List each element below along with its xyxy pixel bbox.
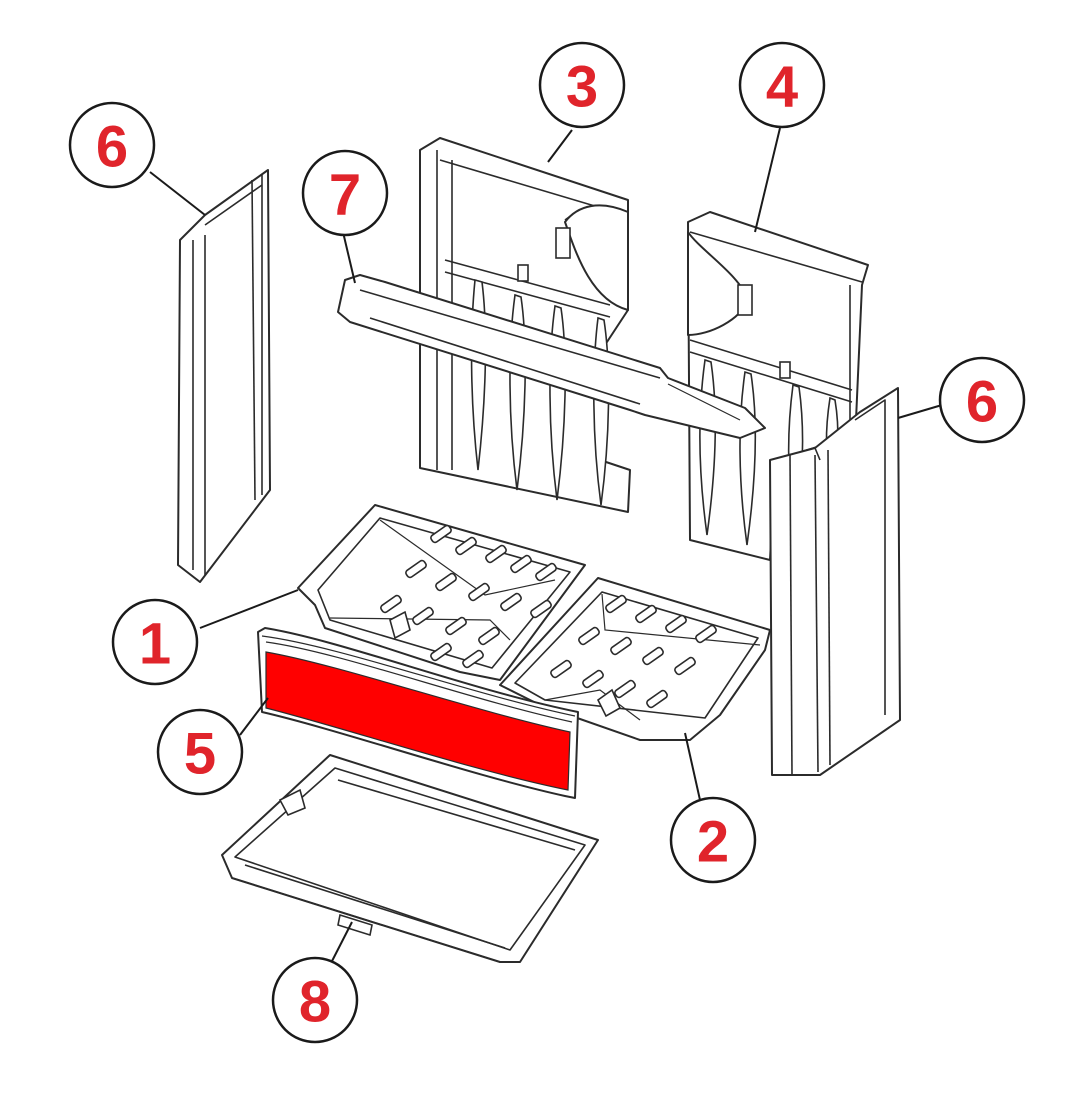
callout-label: 8 bbox=[299, 970, 331, 1035]
part-8-ash-pan[interactable] bbox=[221, 754, 599, 963]
part-1-left-grate[interactable] bbox=[297, 504, 586, 681]
leader-lines bbox=[149, 127, 943, 966]
callout-label: 2 bbox=[697, 810, 729, 875]
callout-3: 3 bbox=[538, 41, 626, 129]
callout-label: 4 bbox=[766, 55, 798, 120]
part-6-right-side-panel[interactable] bbox=[769, 387, 901, 776]
callout-6-left: 6 bbox=[68, 101, 156, 189]
callout-4: 4 bbox=[738, 41, 826, 129]
highlight-fill bbox=[265, 651, 571, 791]
part-2-right-grate[interactable] bbox=[499, 577, 771, 741]
callout-5: 5 bbox=[156, 708, 244, 796]
callout-2: 2 bbox=[669, 796, 757, 884]
callout-label: 6 bbox=[966, 370, 998, 435]
callout-label: 7 bbox=[329, 163, 361, 228]
part-7-baffle-plate[interactable] bbox=[337, 274, 766, 439]
grate-2-slots bbox=[550, 594, 717, 709]
callout-label: 6 bbox=[96, 115, 128, 180]
part-5-front-fire-bar[interactable] bbox=[257, 627, 579, 799]
callout-label: 3 bbox=[566, 55, 598, 120]
callout-1: 1 bbox=[111, 598, 199, 686]
callout-label: 5 bbox=[184, 722, 216, 787]
grate-1-slots bbox=[380, 524, 557, 669]
callout-6-right: 6 bbox=[938, 356, 1026, 444]
part-6-left-side-panel[interactable] bbox=[177, 169, 271, 583]
callout-7: 7 bbox=[301, 149, 389, 237]
callout-8: 8 bbox=[271, 956, 359, 1044]
callout-label: 1 bbox=[139, 612, 171, 677]
